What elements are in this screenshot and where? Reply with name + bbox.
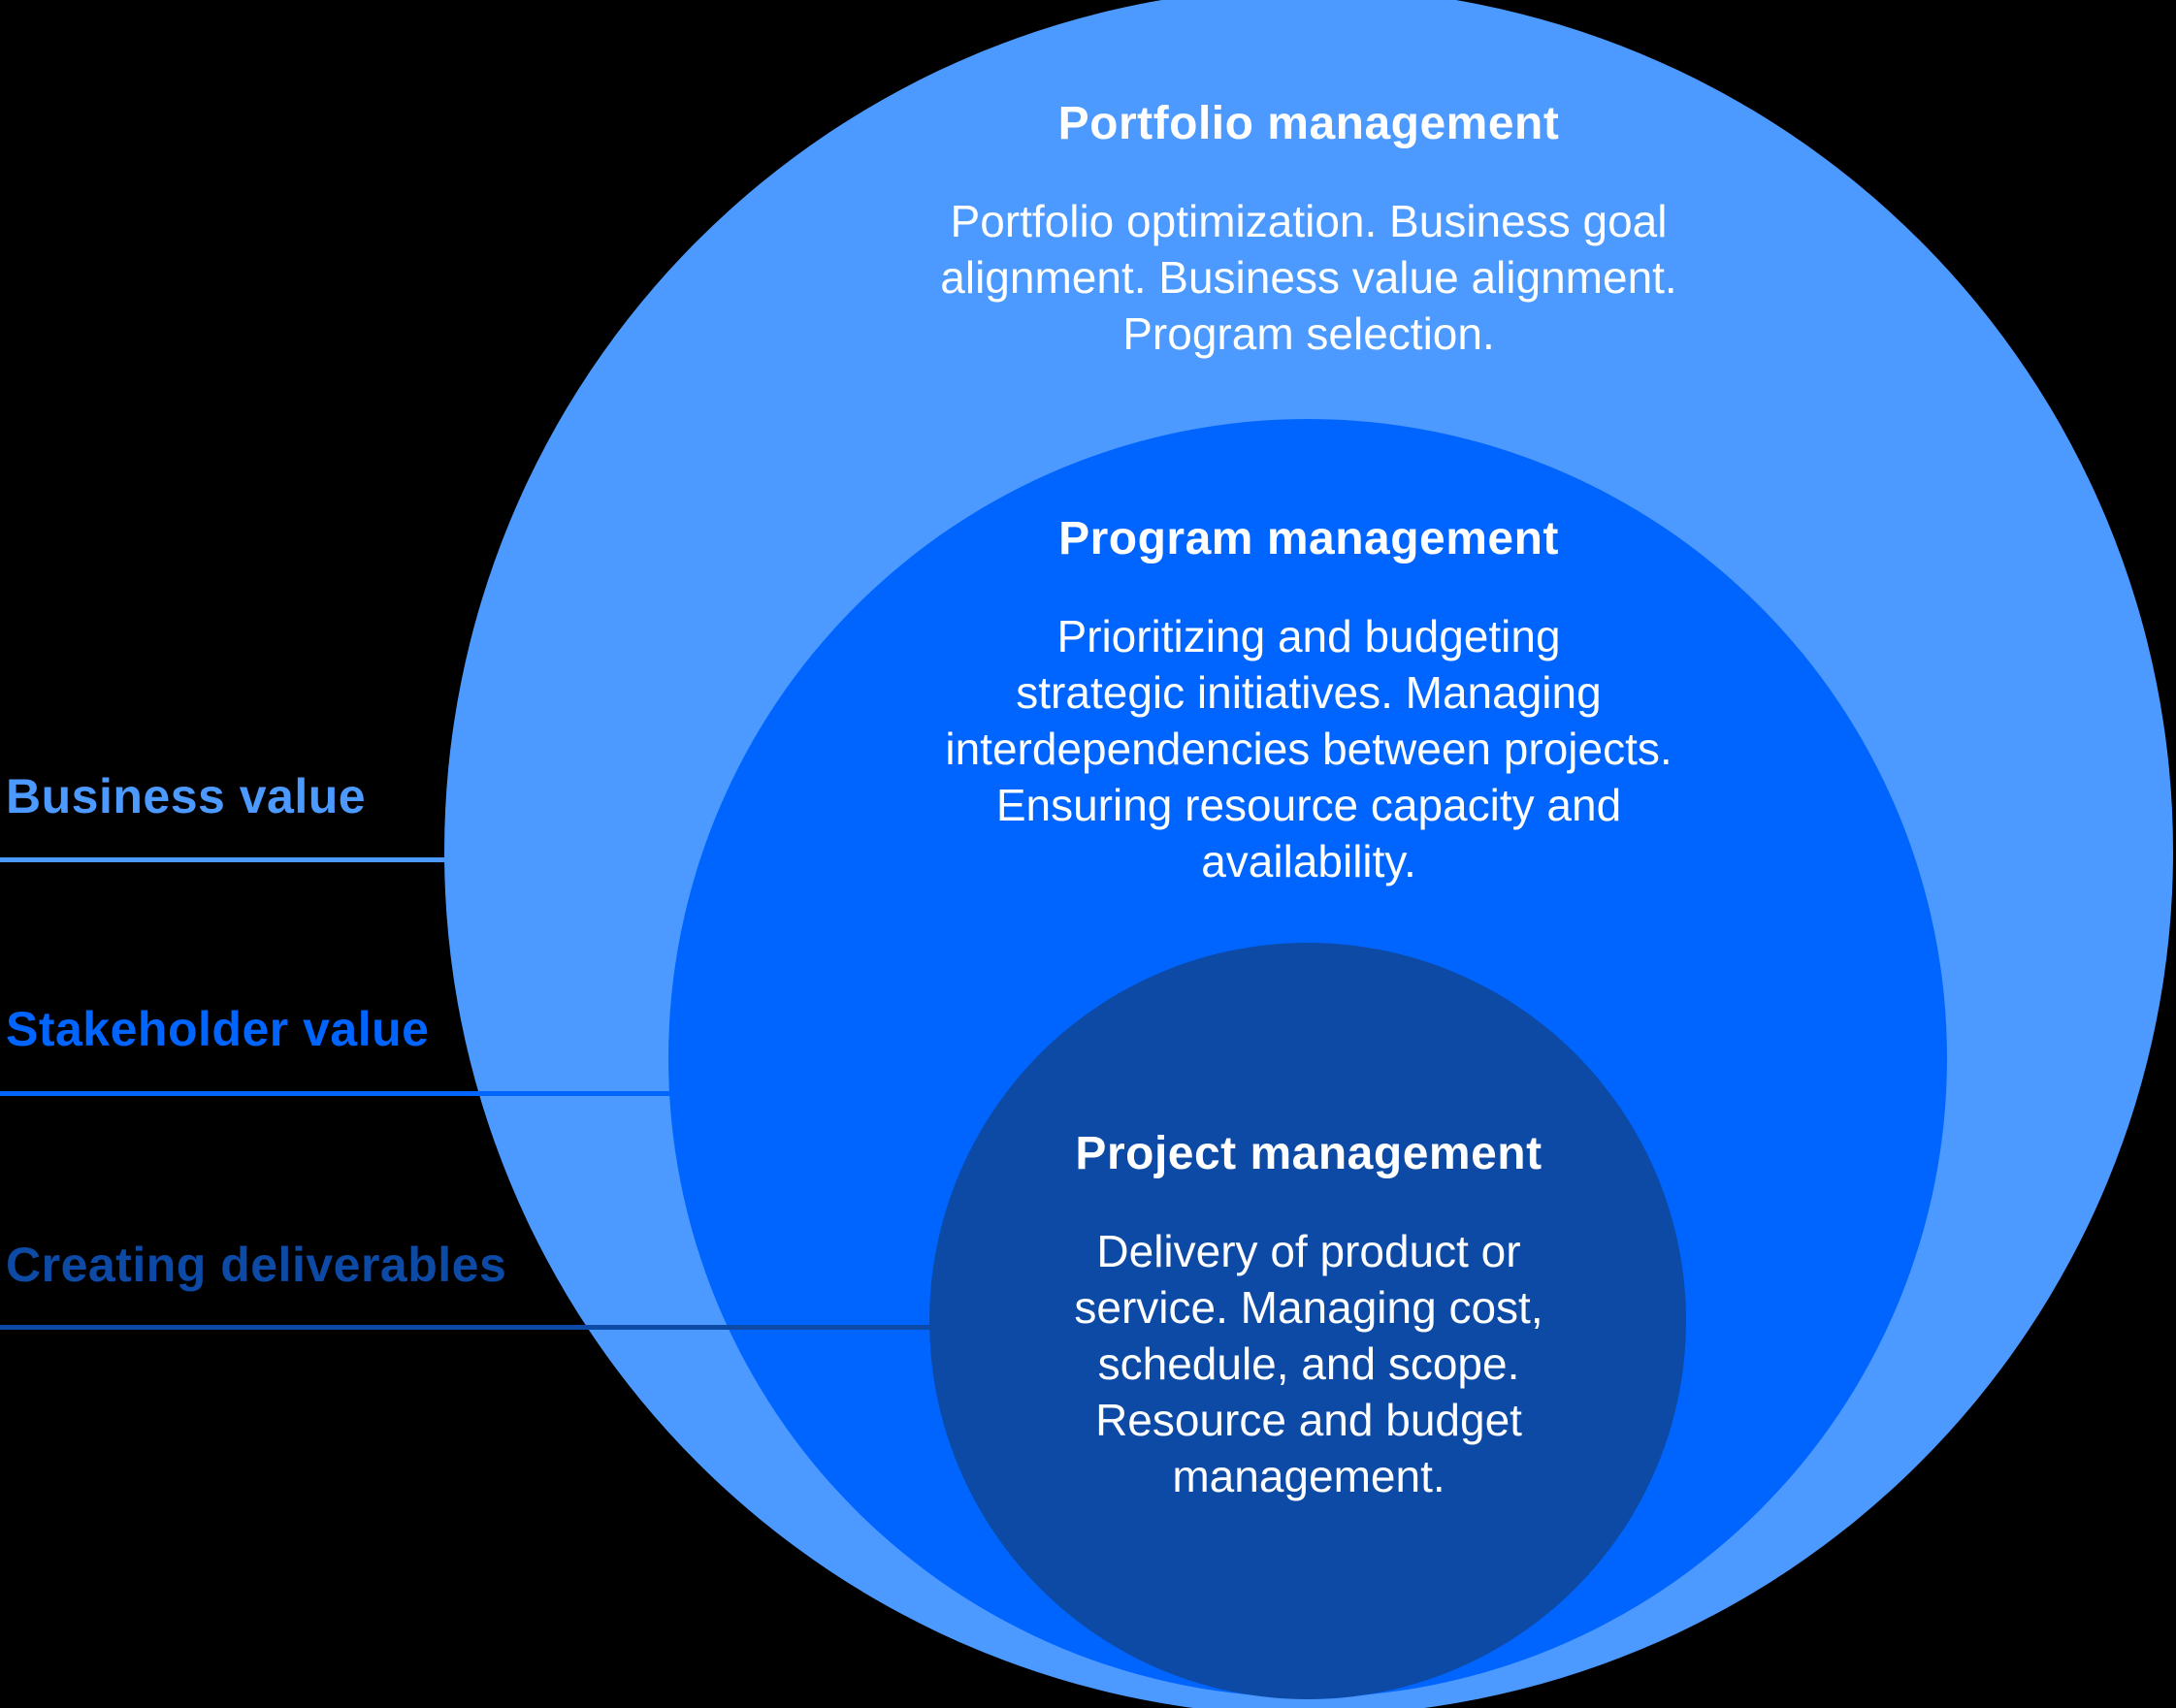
stakeholder-value-label: Stakeholder value <box>6 1002 430 1056</box>
program-management-title: Program management <box>1058 513 1559 564</box>
project-management-description: Delivery of product or service. Managing… <box>959 1223 1658 1504</box>
description-line: Portfolio optimization. Business goal <box>950 196 1668 246</box>
business-value-label: Business value <box>6 769 367 823</box>
creating-deliverables-label: Creating deliverables <box>6 1238 507 1292</box>
program-management-description: Prioritizing and budgeting strategic ini… <box>901 608 1716 889</box>
stakeholder-value-connector-line <box>0 1091 671 1096</box>
description-line: interdependencies between projects. <box>945 724 1673 774</box>
portfolio-management-title: Portfolio management <box>1057 98 1560 149</box>
business-value-connector-line <box>0 857 446 862</box>
description-line: strategic initiatives. Managing <box>1016 667 1602 718</box>
creating-deliverables-connector-line <box>0 1325 931 1330</box>
portfolio-management-description: Portfolio optimization. Business goal al… <box>882 193 1736 362</box>
description-line: schedule, and scope. <box>1097 1338 1520 1389</box>
description-line: management. <box>1172 1451 1445 1501</box>
program-management-text-block: Program management Prioritizing and budg… <box>901 512 1716 889</box>
description-line: Ensuring resource capacity and <box>995 780 1622 830</box>
project-management-title: Project management <box>1075 1128 1543 1179</box>
description-line: Resource and budget <box>1095 1395 1522 1445</box>
description-line: Delivery of product or <box>1096 1226 1521 1276</box>
description-line: service. Managing cost, <box>1074 1282 1543 1333</box>
description-line: availability. <box>1201 836 1416 886</box>
description-line: alignment. Business value alignment. <box>940 252 1677 303</box>
project-management-text-block: Project management Delivery of product o… <box>959 1127 1658 1504</box>
description-line: Prioritizing and budgeting <box>1056 611 1561 661</box>
description-line: Program selection. <box>1122 308 1495 359</box>
portfolio-management-text-block: Portfolio management Portfolio optimizat… <box>882 97 1736 362</box>
project-management-circle <box>929 943 1686 1699</box>
